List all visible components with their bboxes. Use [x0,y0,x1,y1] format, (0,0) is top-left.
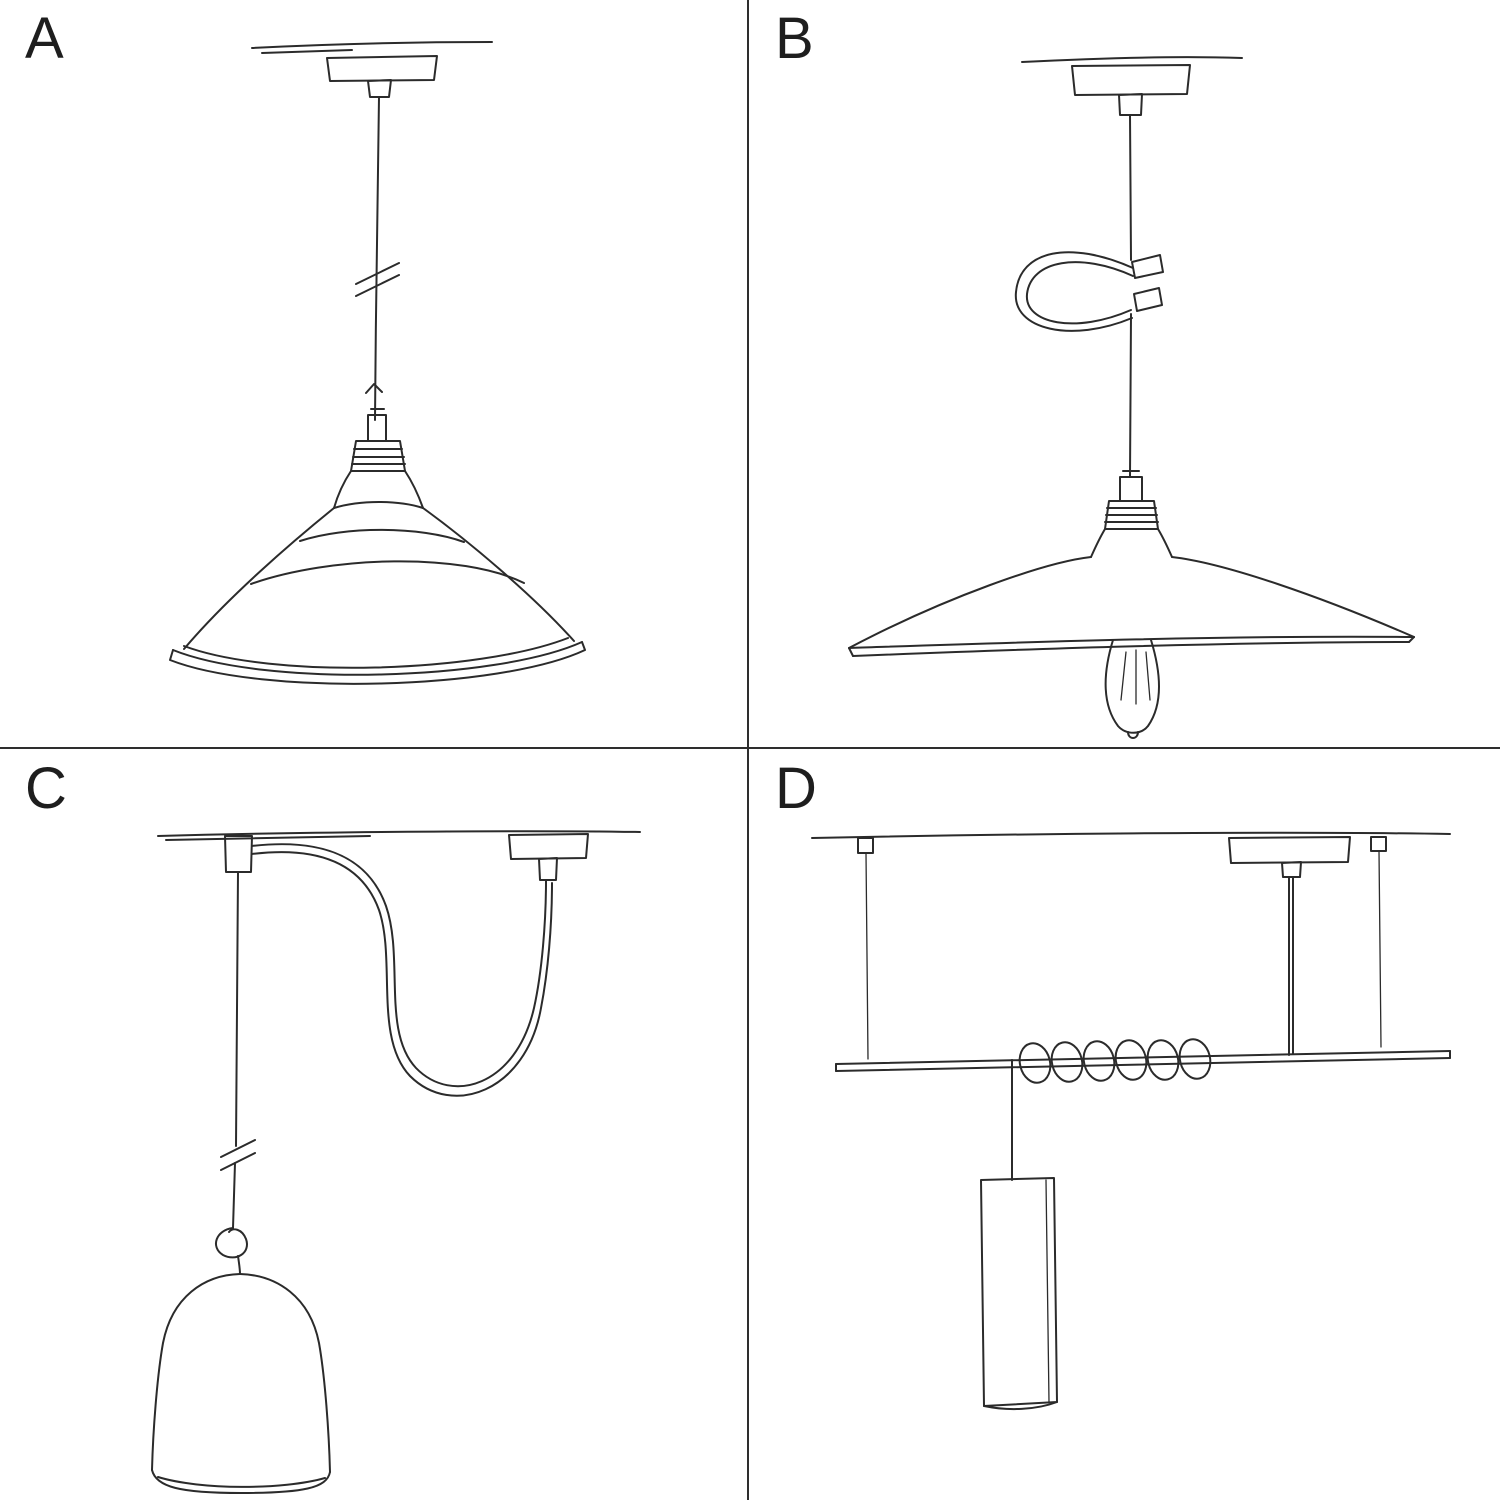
pendant-sketch-d-icon [811,831,1451,1411]
ceiling-rose [1071,64,1191,116]
ceiling-rose [1228,836,1351,1056]
lamp-holder [350,408,406,472]
ceiling-rose [326,55,438,98]
horizontal-bar [835,1050,1451,1072]
lamp-holder [1090,470,1173,558]
pendant-cable [355,96,400,421]
ceiling-line [811,831,1451,839]
pendant-sketch-c-icon [151,830,641,1494]
tube-pendant [980,1059,1058,1411]
quadrant-d: D [750,750,1500,1500]
quadrant-c-label: C [25,756,68,821]
quadrant-b: B [750,0,1500,750]
cable-loop [1014,251,1164,332]
flat-plate-shade [848,556,1415,657]
pendant-sketch-b-icon [848,56,1415,739]
ceiling-line [251,41,493,54]
industrial-bowl-shade [169,470,586,685]
pendant-sketch-a-icon [169,41,586,685]
bell-shade [151,1273,331,1494]
ceiling-line [1021,56,1243,63]
ceiling-rose [508,833,589,881]
ceiling-line [157,830,641,841]
pendant-cable [1129,114,1132,478]
quadrant-b-label: B [775,6,815,71]
quadrant-a: A [0,0,750,750]
swag-cable [251,843,553,1097]
drop-cable [220,871,256,1229]
coiled-cable [1018,1038,1212,1084]
quadrant-a-label: A [25,6,65,71]
quadrant-d-label: D [775,756,818,821]
horizontal-divider [0,747,1500,749]
swag-hook [224,835,253,873]
quadrant-c: C [0,750,750,1500]
cable-knot [214,1227,248,1275]
light-bulb [1104,639,1160,739]
suspension-wires [857,836,1387,1060]
vertical-divider [747,0,749,1500]
